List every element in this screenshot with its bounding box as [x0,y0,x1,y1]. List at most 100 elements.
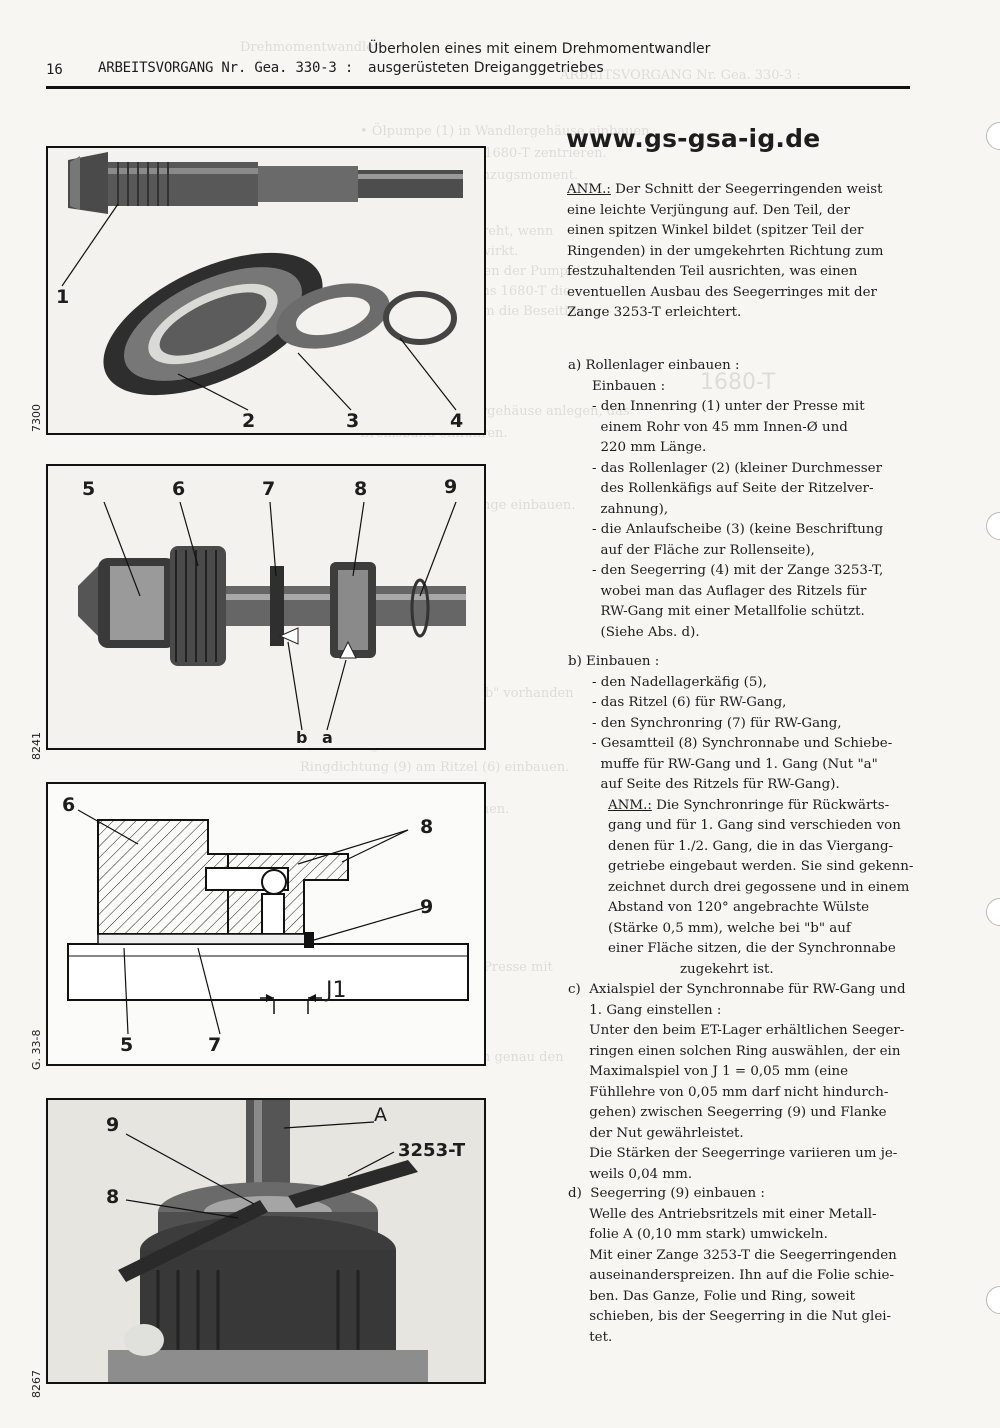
list-item: wobei man das Auflager des Ritzels für [592,583,867,599]
section-line: Maximalspiel von J 1 = 0,05 mm (eine [568,1064,849,1079]
list-item: - den Synchronring (7) für RW-Gang, [592,715,842,731]
operation-number: ARBEITSVORGANG Nr. Gea. 330-3 : [98,60,354,76]
website-url[interactable]: www.gs-gsa-ig.de [566,124,821,153]
figure-code: 8267 [30,1370,43,1398]
list-item: - Gesamtteil (8) Synchronnabe und Schieb… [592,736,893,751]
callout-9: 9 [420,896,434,918]
section-line: d) Seegerring (9) einbauen : [568,1186,765,1201]
section-line: Welle des Antriebsritzels mit einer Meta… [568,1206,877,1222]
page-number: 16 [46,62,63,78]
figure-section-drawing: 6 8 9 J1 5 7 [46,782,486,1066]
section-line: auseinanderspreizen. Ihn auf die Folie s… [568,1268,895,1283]
callout-8: 8 [354,478,368,500]
callout-8: 8 [106,1186,120,1208]
figure-circlip-installation: A 9 3253-T 8 [46,1098,486,1384]
list-item: des Rollenkäfigs auf Seite der Ritzelver… [592,481,874,496]
section-line: ringen einen solchen Ring auswählen, der… [568,1043,901,1059]
list-item: - das Rollenlager (2) (kleiner Durchmess… [592,460,882,476]
pinion-shaft-photo [48,148,484,433]
list-item: (Siehe Abs. d). [592,624,700,640]
synchro-assembly-photo [48,466,484,748]
note-line: eine leichte Verjüngung auf. Den Teil, d… [567,202,850,218]
figure-code: 8241 [30,732,43,760]
binder-hole [986,1286,1000,1314]
callout-7: 7 [262,478,276,500]
callout-5: 5 [120,1034,134,1056]
section-d: d) Seegerring (9) einbauen : Welle des A… [568,1184,897,1348]
note-line: einen spitzen Winkel bildet (spitzer Tei… [567,223,864,238]
list-item: muffe für RW-Gang und 1. Gang (Nut "a" [592,756,878,772]
section-line: gehen) zwischen Seegerring (9) und Flank… [568,1105,887,1120]
section-line: folie A (0,10 mm stark) umwickeln. [568,1227,828,1242]
binder-hole [986,898,1000,926]
section-heading: b) Einbauen : [568,654,660,669]
page-title-line-1: Überholen eines mit einem Drehmomentwand… [368,41,711,57]
list-item: auf der Fläche zur Rollenseite), [592,542,815,558]
figure-code: G. 33-8 [30,1029,43,1070]
callout-7: 7 [208,1034,222,1056]
section-line: Mit einer Zange 3253-T die Seegerringend… [568,1247,897,1263]
list-item: - den Nadellagerkäfig (5), [592,674,767,690]
callout-9: 9 [106,1114,120,1136]
list-item: - den Innenring (1) unter der Presse mit [592,399,865,414]
note-line: getriebe eingebaut werden. Sie sind geke… [608,859,914,874]
note-line: zugekehrt ist. [680,961,774,977]
note-line: Der Schnitt der Seegerringenden weist [615,182,883,197]
callout-6: 6 [172,478,186,500]
note-line: festzuhaltenden Teil ausrichten, was ein… [567,264,858,279]
callout-9: 9 [444,476,458,498]
note-line: (Stärke 0,5 mm), welche bei "b" auf [608,920,851,936]
list-item: auf Seite des Ritzels für RW-Gang). [592,777,840,792]
note-line: zeichnet durch drei gegossene und in ein… [608,879,910,895]
list-item: RW-Gang mit einer Metallfolie schützt. [592,604,865,619]
callout-1: 1 [56,286,70,308]
note-line: gang und für 1. Gang sind verschieden vo… [608,818,901,833]
callout-5: 5 [82,478,96,500]
section-line: Unter den beim ET-Lager erhältlichen See… [568,1023,905,1038]
section-line: 1. Gang einstellen : [568,1002,722,1018]
section-line: ben. Das Ganze, Folie und Ring, soweit [568,1288,856,1304]
list-item: - die Anlaufscheibe (3) (keine Beschrift… [592,522,884,537]
note-line: Die Synchronringe für Rückwärts- [651,797,890,813]
figure-code: 7300 [30,404,43,432]
list-item: 220 mm Länge. [592,440,707,455]
note-line: eventuellen Ausbau des Seegerringes mit … [567,284,877,300]
note-line: Zange 3253-T erleichtert. [567,305,742,320]
callout-b: b [296,728,308,747]
dimension-j1: J1 [326,978,347,1003]
section-c: c) Axialspiel der Synchronnabe für RW-Ga… [568,980,906,1185]
note-line: Ringenden) in der umgekehrten Richtung z… [567,243,884,259]
callout-8: 8 [420,816,434,838]
section-heading: a) Rollenlager einbauen : [568,358,740,373]
callout-4: 4 [450,410,464,432]
list-item: einem Rohr von 45 mm Innen-Ø und [592,419,848,435]
note-seegerring: ANM.: Der Schnitt der Seegerringenden we… [567,180,883,324]
section-subheading: Einbauen : [592,378,666,394]
list-item: zahnung), [592,501,669,517]
section-line: Die Stärken der Seegerringe variieren um… [568,1146,898,1161]
callout-a: A [374,1104,387,1126]
figure-pinion-shaft-parts: 1 2 3 4 [46,146,486,435]
note-line: einer Fläche sitzen, die der Synchronnab… [608,941,896,956]
page-title-line-2: ausgerüsteten Dreiganggetriebes [368,60,604,76]
section-a: a) Rollenlager einbauen : Einbauen : - d… [568,356,883,643]
list-item: - den Seegerring (4) mit der Zange 3253-… [592,563,884,578]
list-item: - das Ritzel (6) für RW-Gang, [592,695,787,710]
note-line: denen für 1./2. Gang, die in das Viergan… [608,838,894,854]
section-line: weils 0,04 mm. [568,1166,693,1182]
page-title: Überholen eines mit einem Drehmomentwand… [368,40,710,78]
binder-hole [986,512,1000,540]
callout-2: 2 [242,410,256,432]
section-line: schieben, bis der Seegerring in die Nut … [568,1309,892,1324]
binder-hole [986,122,1000,150]
section-line: der Nut gewährleistet. [568,1125,744,1141]
section-drawing [48,784,484,1064]
section-line: tet. [568,1329,613,1345]
section-line: Fühllehre von 0,05 mm darf nicht hindurc… [568,1084,889,1100]
section-b: b) Einbauen : - den Nadellagerkäfig (5),… [568,652,913,980]
note-label: ANM.: [608,797,652,813]
note-line: Abstand von 120° angebrachte Wülste [608,900,869,915]
circlip-installation-photo [48,1100,484,1382]
figure-synchro-assembly: 5 6 7 8 9 b a [46,464,486,750]
header-rule [46,86,910,89]
